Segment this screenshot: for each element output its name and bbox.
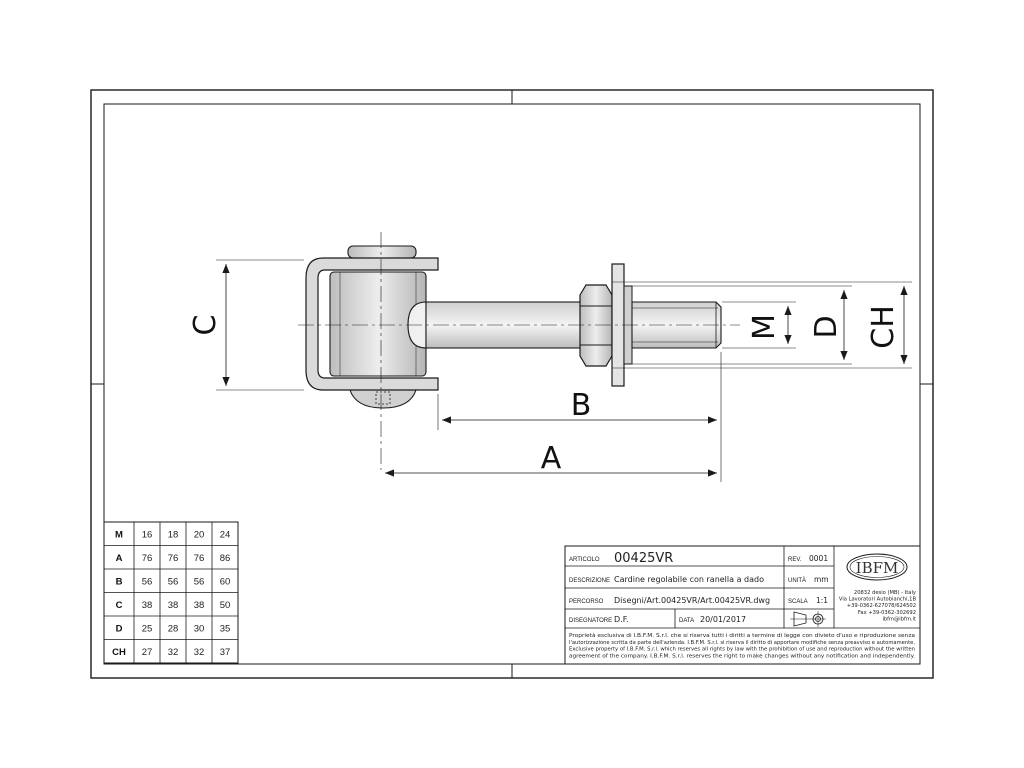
table-cell: 76 [142,553,153,564]
unita-label: UNITÀ [788,577,806,584]
address-line: ibfm@ibfm.it [882,616,916,622]
size-table: M A B C D CH 16 76 56 38 25 27 18 76 56 38 28 32 20 76 56 38 3… [103,521,239,664]
table-cell: 25 [142,623,153,634]
address-line: 20832 desio (MB) - Italy [854,590,916,596]
table-row-header: C [116,600,123,611]
table-cell: 76 [194,553,205,564]
table-row-header: M [115,529,123,540]
data-value: 20/01/2017 [700,615,746,624]
table-cell: 30 [194,623,205,634]
scala-value: 1:1 [816,596,828,605]
table-cell: 50 [220,600,231,611]
table-cell: 20 [194,529,205,540]
data-label: DATA [679,618,694,624]
table-cell: 60 [220,576,231,587]
articolo-label: ARTICOLO [569,557,600,563]
percorso-value: Disegni/Art.00425VR/Art.00425VR.dwg [614,596,770,605]
dim-label-c: C [188,315,223,336]
table-cell: 24 [220,529,231,540]
rev-label: REV. [788,557,802,563]
table-cell: 32 [194,647,205,658]
table-cell: 76 [168,553,179,564]
legal-line: Proprietà esclusiva di I.B.F.M. S.r.l. c… [569,632,915,639]
table-cell: 56 [168,576,179,587]
table-cell: 37 [220,647,231,658]
table-cell: 38 [142,600,153,611]
articolo-value: 00425VR [614,551,673,566]
address-line: Via Lavoratori Autobianchi,1B [839,597,917,603]
address-line: +39-0362-627078/624502 [847,603,916,609]
table-cell: 56 [142,576,153,587]
address-line: Fax +39-0362-302692 [858,610,916,616]
rev-value: 0001 [809,554,828,563]
table-row-header: CH [112,647,126,658]
scala-label: SCALA [788,599,808,605]
disegnatore-value: D.F. [614,615,629,624]
table-cell: 16 [142,529,153,540]
table-cell: 38 [194,600,205,611]
sheet-border [90,89,934,679]
unita-value: mm [814,575,829,584]
projection-symbol-icon [790,611,826,627]
legal-notice: Proprietà esclusiva di I.B.F.M. S.r.l. c… [569,632,915,659]
title-block: ARTICOLO 00425VR REV. 0001 DESCRIZIONE C… [564,545,921,665]
dim-label-ch: CH [866,305,901,349]
table-cell: 86 [220,553,231,564]
table-cell: 32 [168,647,179,658]
pin-bottom-dome [349,389,417,409]
table-cell: 27 [142,647,153,658]
legal-line: agreement of the company. I.B.F.M. S.r.l… [569,653,915,659]
descrizione-value: Cardine regolabile con ranella a dado [614,575,764,584]
hex-nut [579,284,613,367]
legal-line: l'autorizzazione scritta da parte dell'a… [569,640,915,646]
table-cell: 18 [168,529,179,540]
table-cell: 56 [194,576,205,587]
percorso-label: PERCORSO [569,599,604,605]
table-cell: 28 [168,623,179,634]
pin-top-cap [347,245,417,259]
table-cell: 38 [168,600,179,611]
disegnatore-label: DISEGNATORE [569,618,612,624]
hinge-part-drawing [298,232,740,470]
table-row-header: D [116,623,123,634]
dimension-lines: C B A M D CH [188,259,912,482]
descrizione-label: DESCRIZIONE [569,578,610,584]
table-row-header: B [116,576,123,587]
u-bracket [305,257,439,391]
dim-label-a: A [541,441,562,476]
table-cell: 35 [220,623,231,634]
table-row-header: A [116,553,123,564]
dim-label-d: D [809,315,844,338]
ibfm-logo: IBFM [846,553,908,581]
legal-line: Exclusive property of I.B.F.M. S.r.l. wh… [569,647,915,653]
svg-text:IBFM: IBFM [856,559,899,577]
dim-label-m: M [747,314,782,340]
dim-label-b: B [571,388,592,423]
